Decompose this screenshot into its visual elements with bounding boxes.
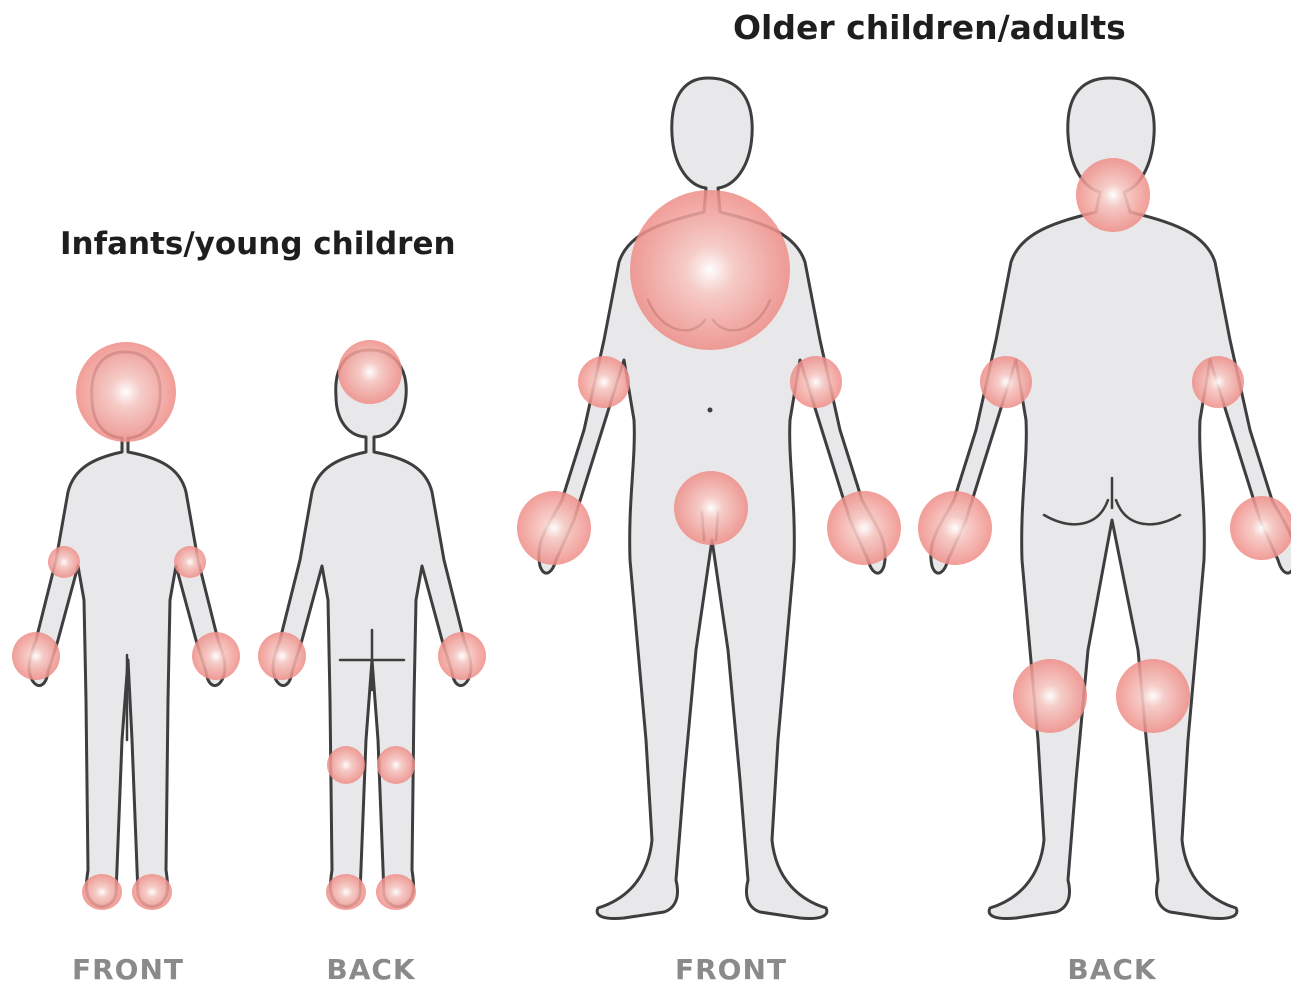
highlight-infant-back-left-foot — [326, 874, 366, 910]
highlight-adult-front-left-hand — [517, 491, 591, 565]
highlight-adult-right-knee — [1116, 659, 1190, 733]
highlight-adult-back-left-hand — [918, 491, 992, 565]
highlight-infant-front-right-foot — [132, 874, 172, 910]
highlight-infant-front-left-elbow — [48, 546, 80, 578]
highlight-infant-back-right-hand — [438, 632, 486, 680]
highlight-infant-left-knee — [327, 746, 365, 784]
highlight-adult-back-right-hand — [1230, 496, 1291, 560]
highlight-adult-chest — [630, 190, 790, 350]
highlight-adult-front-left-elbow — [578, 356, 630, 408]
adult-back-label: BACK — [1067, 953, 1156, 986]
highlight-infant-back-left-hand — [258, 632, 306, 680]
highlight-infant-front-left-foot — [82, 874, 122, 910]
highlight-adult-front-right-elbow — [790, 356, 842, 408]
highlight-infant-front-right-hand — [192, 632, 240, 680]
highlight-infant-front-left-hand — [12, 632, 60, 680]
highlight-adult-groin — [674, 471, 748, 545]
highlight-infant-right-knee — [377, 746, 415, 784]
highlight-infant-scalp — [338, 340, 402, 404]
highlight-infant-back-right-foot — [376, 874, 416, 910]
adult-front-label: FRONT — [675, 953, 787, 986]
infant-back-figure — [273, 350, 471, 906]
highlight-adult-left-knee — [1013, 659, 1087, 733]
highlight-infant-front-right-elbow — [174, 546, 206, 578]
highlight-infant-face — [76, 342, 176, 442]
infant-front-label: FRONT — [72, 953, 184, 986]
highlight-adult-front-right-hand — [827, 491, 901, 565]
highlight-adult-neck — [1076, 158, 1150, 232]
highlight-adult-back-left-elbow — [980, 356, 1032, 408]
highlight-adult-back-right-elbow — [1192, 356, 1244, 408]
infant-back-label: BACK — [326, 953, 415, 986]
